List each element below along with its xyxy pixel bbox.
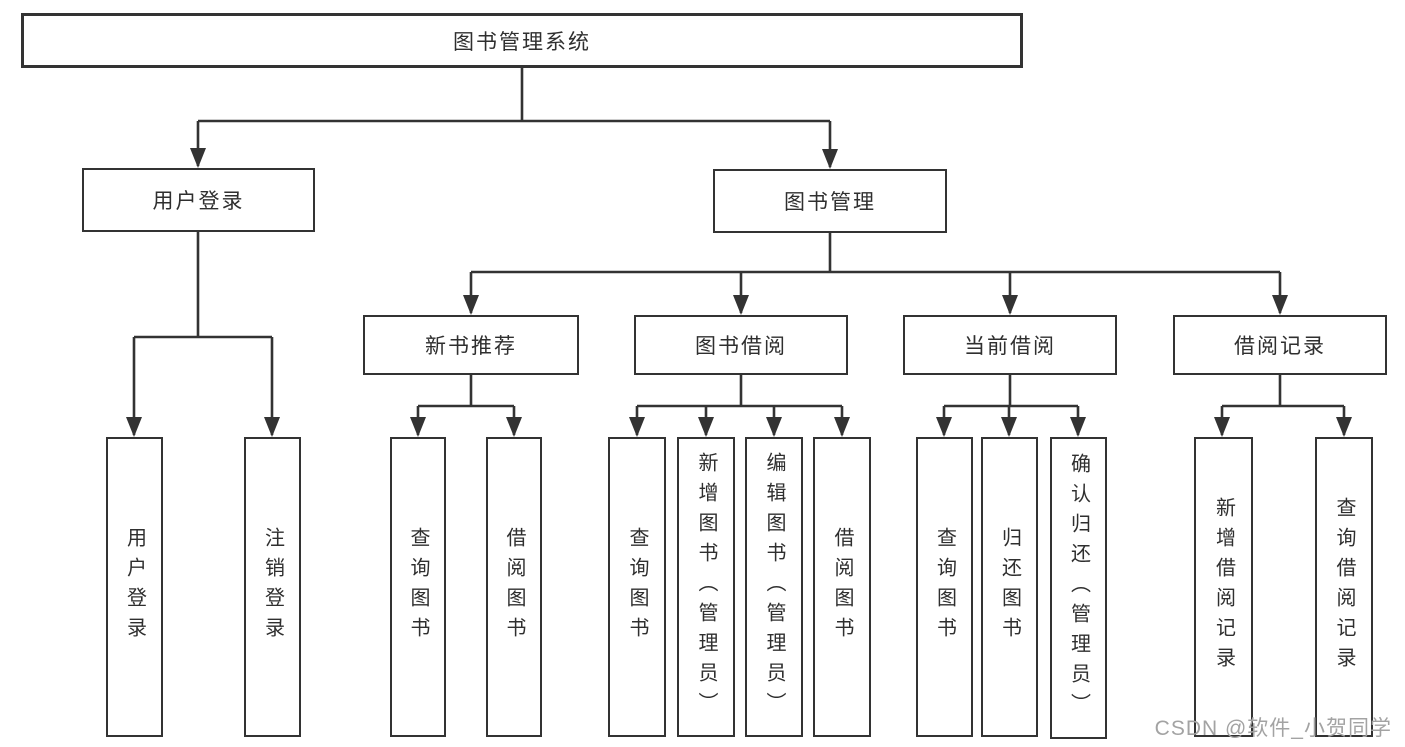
leaf-label: 借阅图书 — [503, 527, 525, 647]
leaf-current-confirm-admin: 确认归还（管理员） — [1050, 437, 1107, 739]
leaf-label: 注销登录 — [261, 527, 284, 647]
leaf-user-login: 用户登录 — [106, 437, 163, 737]
leaf-label: 用户登录 — [123, 527, 146, 647]
node-user-login: 用户登录 — [82, 168, 315, 232]
leaf-label: 归还图书 — [998, 527, 1021, 647]
leaf-label: 查询图书 — [407, 527, 429, 647]
leaf-record-add: 新增借阅记录 — [1194, 437, 1253, 737]
leaf-label: 编辑图书（管理员） — [763, 452, 785, 722]
node-library-system: 图书管理系统 — [21, 13, 1023, 68]
tree-edges — [132, 68, 1346, 435]
leaf-current-query: 查询图书 — [916, 437, 973, 737]
leaf-newbook-borrow: 借阅图书 — [486, 437, 542, 737]
leaf-borrow-edit-admin: 编辑图书（管理员） — [745, 437, 803, 737]
leaf-label: 新增图书（管理员） — [695, 452, 717, 722]
node-book-management: 图书管理 — [713, 169, 947, 233]
leaf-record-query: 查询借阅记录 — [1315, 437, 1373, 737]
node-current-borrowing: 当前借阅 — [903, 315, 1117, 375]
leaf-label: 新增借阅记录 — [1212, 497, 1235, 677]
leaf-label: 查询图书 — [626, 527, 648, 647]
leaf-borrow-borrow: 借阅图书 — [813, 437, 871, 737]
leaf-label: 借阅图书 — [831, 527, 853, 647]
node-borrowing-records: 借阅记录 — [1173, 315, 1387, 375]
leaf-newbook-query: 查询图书 — [390, 437, 446, 737]
csdn-watermark: CSDN @软件_小贺同学 — [1154, 717, 1392, 740]
leaf-current-return: 归还图书 — [981, 437, 1038, 737]
leaf-label: 查询图书 — [933, 527, 956, 647]
leaf-label: 查询借阅记录 — [1333, 497, 1355, 677]
leaf-logout: 注销登录 — [244, 437, 301, 737]
node-book-borrowing: 图书借阅 — [634, 315, 848, 375]
leaf-borrow-add-admin: 新增图书（管理员） — [677, 437, 735, 737]
leaf-label: 确认归还（管理员） — [1067, 453, 1090, 723]
leaf-borrow-query: 查询图书 — [608, 437, 666, 737]
node-new-book-recommend: 新书推荐 — [363, 315, 579, 375]
